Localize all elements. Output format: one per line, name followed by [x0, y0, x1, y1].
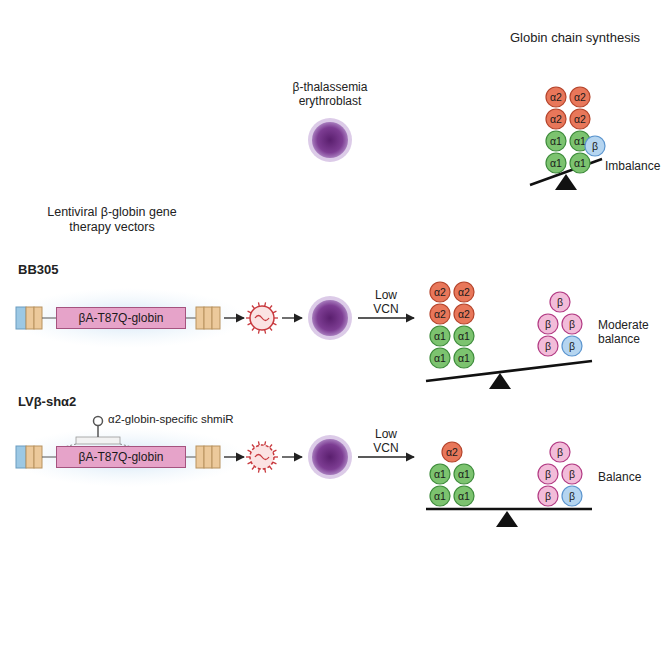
- text-label: Low VCN: [361, 427, 411, 456]
- chain-label: α2: [446, 446, 458, 458]
- chain-label: α1: [550, 135, 562, 147]
- chain-label: α1: [458, 330, 470, 342]
- chain-label: β: [569, 318, 575, 330]
- chain-label: α1: [574, 157, 586, 169]
- chain-label: α2: [434, 308, 446, 320]
- chain-label: α1: [458, 468, 470, 480]
- text-label: Imbalance: [605, 159, 663, 173]
- chain-label: α2: [574, 91, 586, 103]
- chain-label: α1: [458, 352, 470, 364]
- globin-chain-circle: α1: [429, 347, 451, 369]
- globin-chain-circle: β: [549, 291, 571, 313]
- chain-label: β: [545, 468, 551, 480]
- balance-seesaw: [426, 159, 602, 527]
- transgene-box: βA-T87Q-globin: [56, 307, 186, 329]
- globin-chain-circle: α1: [453, 485, 475, 507]
- globin-chain-circle: β: [561, 485, 583, 507]
- chain-label: α1: [434, 468, 446, 480]
- chain-label: β: [545, 318, 551, 330]
- lentivirus-icon: [246, 441, 278, 472]
- chain-label: β: [569, 490, 575, 502]
- globin-chain-circle: β: [561, 313, 583, 335]
- chain-label: α2: [458, 286, 470, 298]
- chain-label: α1: [434, 352, 446, 364]
- globin-chain-circle: α2: [441, 441, 463, 463]
- chain-label: β: [569, 340, 575, 352]
- chain-label: α1: [434, 330, 446, 342]
- gene-label: βA-T87Q-globin: [79, 450, 164, 464]
- vector-glow: [10, 288, 246, 348]
- chain-label: α1: [434, 490, 446, 502]
- chain-label: α2: [550, 113, 562, 125]
- text-label: α2-globin-specific shmiR: [108, 413, 278, 427]
- chain-label: β: [557, 296, 563, 308]
- globin-chain-circle: α1: [429, 325, 451, 347]
- erythroblast-cell: [308, 118, 352, 479]
- globin-chain-circle: α2: [453, 303, 475, 325]
- text-label: LVβ-shα2: [18, 394, 118, 410]
- text-label: Low VCN: [361, 288, 411, 317]
- text-label: BB305: [18, 262, 108, 278]
- chain-label: α1: [550, 157, 562, 169]
- globin-chain-circle: β: [537, 313, 559, 335]
- globin-chain-circle: α1: [429, 463, 451, 485]
- chain-label: β: [557, 446, 563, 458]
- globin-chain-circle: α1: [429, 485, 451, 507]
- vector-cassette: [16, 307, 244, 329]
- chain-label: β: [569, 468, 575, 480]
- globin-chain-circle: β: [549, 441, 571, 463]
- text-label: β-thalassemia erythroblast: [278, 80, 382, 109]
- globin-chain-circle: β: [537, 485, 559, 507]
- vector-cassette: [16, 446, 244, 468]
- chain-label: β: [545, 340, 551, 352]
- globin-chain-circle: β: [561, 463, 583, 485]
- chain-label: β: [545, 490, 551, 502]
- transgene-box: βA-T87Q-globin: [56, 446, 186, 468]
- globin-chain-circle: β: [537, 463, 559, 485]
- globin-chain-circle: α1: [453, 325, 475, 347]
- globin-chain-circle: α1: [545, 130, 567, 152]
- vector-glow: [10, 427, 246, 487]
- globin-chain-circle: α2: [545, 86, 567, 108]
- text-label: Moderate balance: [598, 318, 662, 347]
- globin-chain-circle: α2: [569, 108, 591, 130]
- globin-chain-circle: β: [584, 135, 606, 157]
- globin-chain-circle: α2: [545, 108, 567, 130]
- chain-label: α1: [574, 135, 586, 147]
- globin-chain-circle: α1: [453, 463, 475, 485]
- chain-label: α2: [574, 113, 586, 125]
- chain-label: α2: [550, 91, 562, 103]
- globin-chain-circle: β: [561, 335, 583, 357]
- arrow: [282, 318, 414, 457]
- lentivirus-icon: [246, 302, 278, 333]
- globin-chain-circle: α2: [569, 86, 591, 108]
- globin-chain-circle: α2: [429, 303, 451, 325]
- text-label: Lentiviral β-globin gene therapy vectors: [37, 205, 187, 235]
- globin-chain-circle: α1: [545, 152, 567, 174]
- chain-label: α2: [434, 286, 446, 298]
- chain-label: α2: [458, 308, 470, 320]
- globin-chain-circle: α1: [453, 347, 475, 369]
- chain-label: β: [592, 140, 598, 152]
- gene-label: βA-T87Q-globin: [79, 311, 164, 325]
- text-label: Globin chain synthesis: [500, 30, 650, 46]
- chain-label: α1: [458, 490, 470, 502]
- globin-chain-circle: α2: [453, 281, 475, 303]
- globin-chain-circle: β: [537, 335, 559, 357]
- text-label: Balance: [598, 470, 658, 484]
- globin-chain-circle: α2: [429, 281, 451, 303]
- globin-chain-circle: α1: [569, 152, 591, 174]
